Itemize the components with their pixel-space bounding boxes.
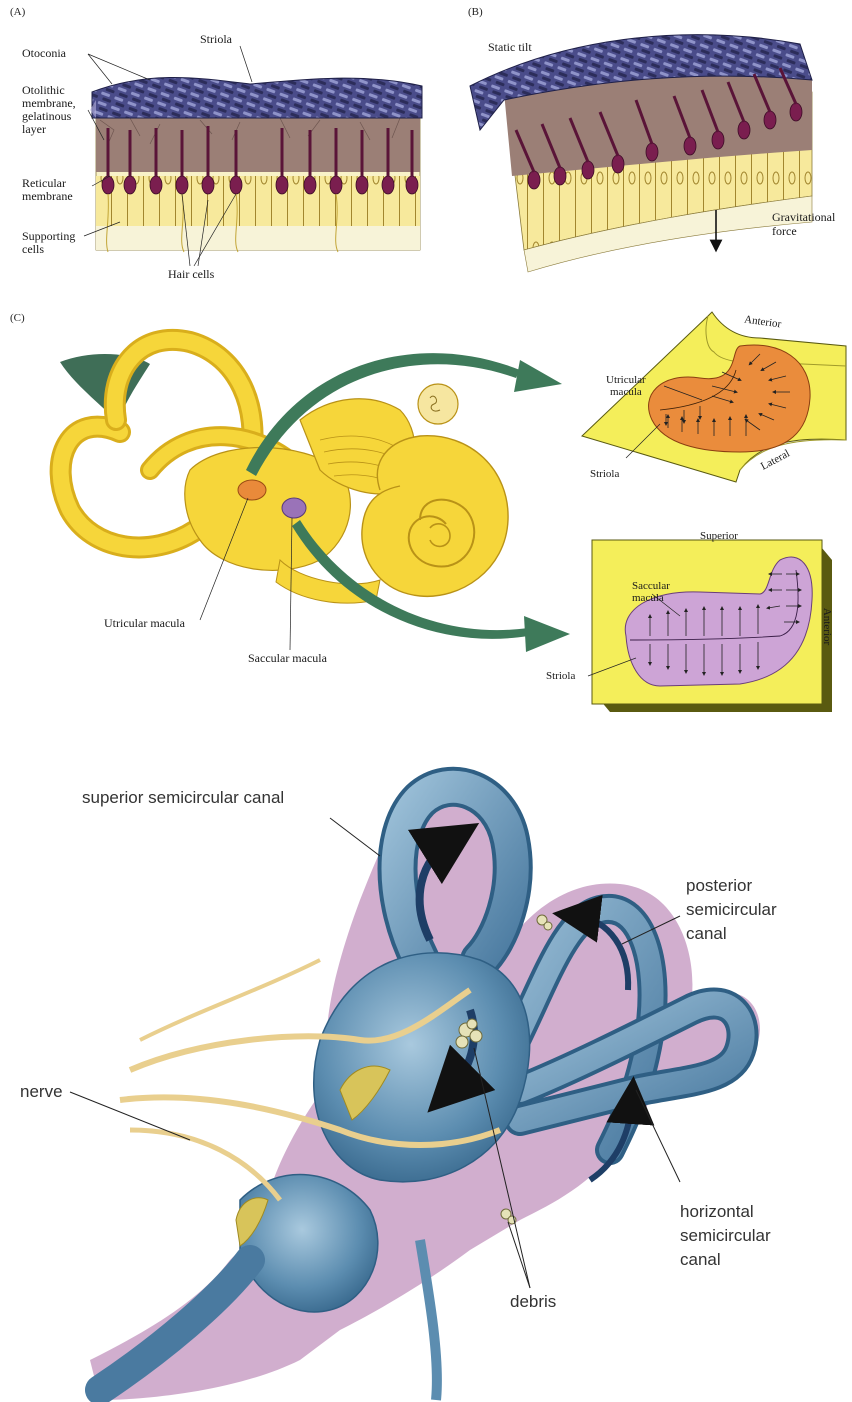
label-saccular-macula: Saccular macula bbox=[248, 652, 327, 665]
label-posterior-2: semicircular bbox=[686, 900, 777, 920]
label-gravitational-1: Gravitational bbox=[772, 211, 835, 224]
label-posterior-3: canal bbox=[686, 924, 727, 944]
label-nerve: nerve bbox=[20, 1082, 63, 1102]
panel-c-inner-ear bbox=[60, 340, 570, 652]
label-gravitational-2: force bbox=[772, 225, 797, 238]
label-striola-bottom: Striola bbox=[546, 670, 575, 683]
label-striola-a: Striola bbox=[200, 33, 232, 46]
label-sacc-inset-2: macula bbox=[632, 592, 664, 605]
label-horizontal-1: horizontal bbox=[680, 1202, 754, 1222]
saccule-inset bbox=[588, 540, 832, 712]
label-reticular-2: membrane bbox=[22, 190, 73, 203]
label-hair-cells: Hair cells bbox=[168, 268, 214, 281]
semicircular-canals-illustration bbox=[70, 780, 760, 1400]
panel-b-tag: (B) bbox=[468, 6, 483, 18]
label-anterior-side: Anterior bbox=[820, 608, 833, 645]
panel-a-illustration bbox=[84, 46, 422, 266]
label-superior: Superior bbox=[700, 530, 738, 543]
label-supporting-2: cells bbox=[22, 243, 44, 256]
label-striola-top: Striola bbox=[590, 468, 619, 481]
panel-a-tag: (A) bbox=[10, 6, 25, 18]
label-horizontal-3: canal bbox=[680, 1250, 721, 1270]
label-horizontal-2: semicircular bbox=[680, 1226, 771, 1246]
panel-c-tag: (C) bbox=[10, 312, 25, 324]
label-utric-inset-2: macula bbox=[610, 386, 642, 399]
label-utricular-macula: Utricular macula bbox=[104, 617, 185, 630]
label-superior-canal: superior semicircular canal bbox=[82, 788, 284, 808]
label-otoconia: Otoconia bbox=[22, 47, 66, 60]
panel-b-illustration bbox=[470, 35, 812, 272]
label-otolithic-4: layer bbox=[22, 123, 46, 136]
label-posterior-1: posterior bbox=[686, 876, 752, 896]
label-debris: debris bbox=[510, 1292, 556, 1312]
label-static-tilt: Static tilt bbox=[488, 41, 532, 54]
